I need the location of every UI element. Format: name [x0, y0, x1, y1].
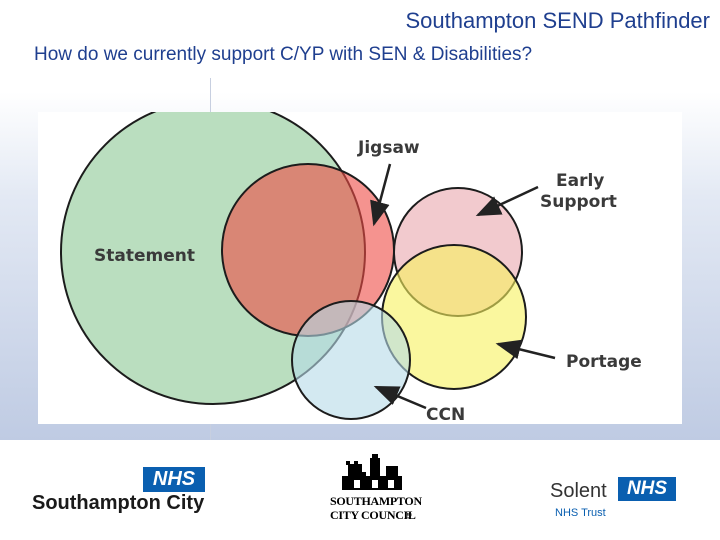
solent-name: Solent: [550, 480, 607, 502]
council-crest-icon: [342, 454, 402, 490]
solent-nhs-trust-label: NHS Trust: [555, 507, 606, 519]
ccn-arrow: [373, 385, 427, 410]
jigsaw-arrow: [370, 163, 392, 227]
early-support-arrow: [475, 185, 539, 217]
nhs-southampton-logo-badge: NHS: [143, 467, 205, 492]
page-subtitle: How do we currently support C/YP with SE…: [34, 44, 533, 65]
registered-mark-icon: ®: [405, 510, 412, 520]
early-support-label-line1: Early: [556, 171, 604, 191]
venn-diagram: Jigsaw Early Support Statement Portage C…: [38, 112, 682, 424]
solent-nhs-badge: NHS: [618, 477, 676, 501]
jigsaw-label: Jigsaw: [357, 138, 420, 158]
page-title: Southampton SEND Pathfinder: [405, 8, 710, 33]
council-name-line2: CITY COUNCIL: [330, 508, 416, 522]
ccn-label: CCN: [426, 405, 465, 424]
council-name-line1: SOUTHAMPTON: [330, 494, 422, 508]
early-support-label-line2: Support: [540, 192, 617, 212]
nhs-southampton-city-name: Southampton City: [32, 492, 205, 514]
portage-arrow: [495, 339, 556, 360]
ccn-circle: [291, 300, 411, 420]
portage-label: Portage: [566, 352, 642, 372]
statement-label: Statement: [94, 246, 195, 266]
